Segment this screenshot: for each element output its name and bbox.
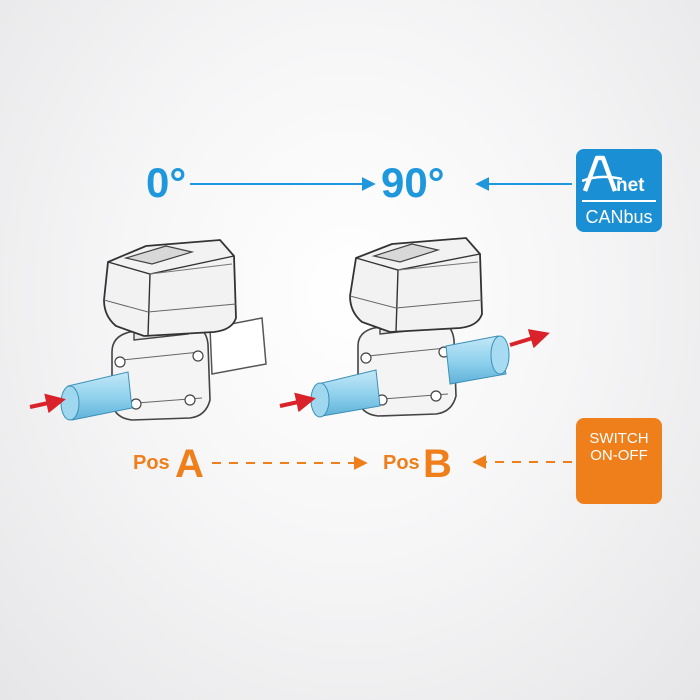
switch-on-off-badge: SWITCH ON-OFF [576, 418, 662, 504]
angle-end-label: 90° [381, 159, 445, 206]
anet-subtitle: CANbus [585, 207, 653, 227]
valve-left-icon [60, 239, 267, 421]
switch-label-line1: SWITCH [589, 430, 649, 447]
position-a-letter: A [175, 442, 204, 486]
anet-divider [582, 200, 656, 202]
angle-start-label: 0° [146, 159, 187, 206]
flow-arrow-in-right [279, 392, 316, 413]
anet-logo-text: net [616, 175, 645, 195]
anet-canbus-badge: net CANbus [576, 149, 662, 232]
position-b-letter: B [423, 442, 452, 486]
valve-right-icon [310, 237, 510, 418]
position-b-prefix: Pos [383, 452, 420, 474]
anet-logo-icon: net [582, 155, 645, 195]
flow-arrow-in-left [29, 393, 66, 414]
position-a-prefix: Pos [133, 452, 170, 474]
switch-label-line2: ON-OFF [590, 447, 648, 464]
flow-arrow-out-right [509, 329, 550, 349]
